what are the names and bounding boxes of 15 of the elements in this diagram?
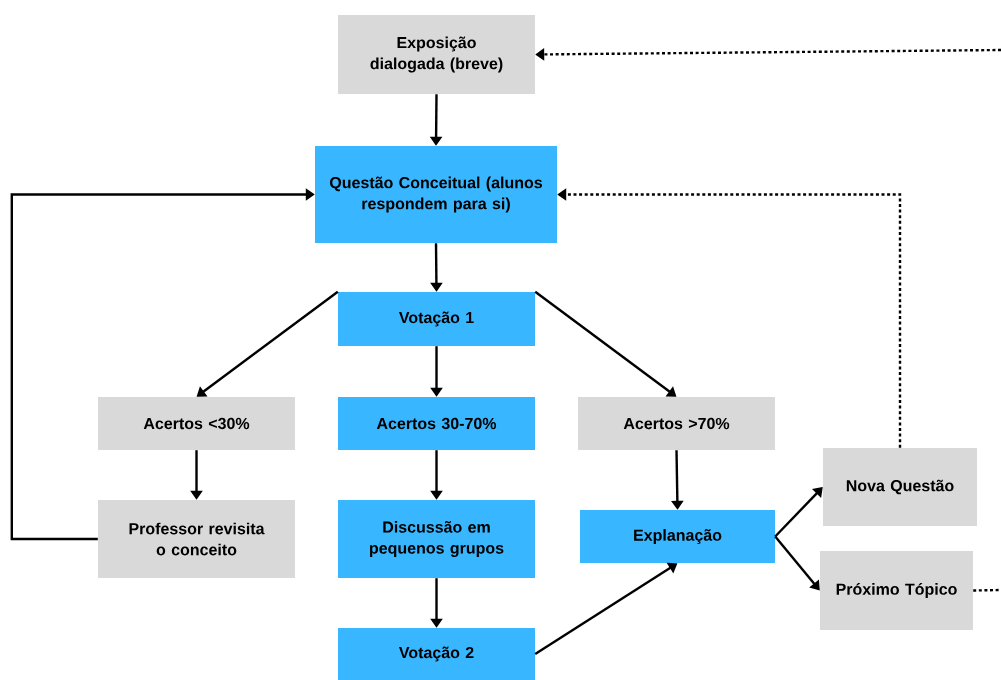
process-box: Discussão em pequenos grupos xyxy=(338,500,535,578)
process-box: Próximo Tópico xyxy=(820,551,973,630)
process-box: Questão Conceitual (alunos respondem para si) xyxy=(315,146,557,243)
process-box: Acertos 30-70% xyxy=(338,397,535,450)
process-box: Votação 1 xyxy=(338,292,535,346)
connector-line xyxy=(973,588,1001,592)
process-box: Explanação xyxy=(580,510,775,563)
process-box: Nova Questão xyxy=(823,448,977,526)
process-box: Acertos <30% xyxy=(98,397,295,450)
process-box: Professor revisita o conceito xyxy=(98,500,295,578)
process-box: Votação 2 xyxy=(338,628,535,680)
process-box: Exposição dialogada (breve) xyxy=(338,15,535,94)
arrow xyxy=(774,535,820,591)
arrow xyxy=(774,487,823,538)
process-box: Acertos >70% xyxy=(578,397,775,450)
